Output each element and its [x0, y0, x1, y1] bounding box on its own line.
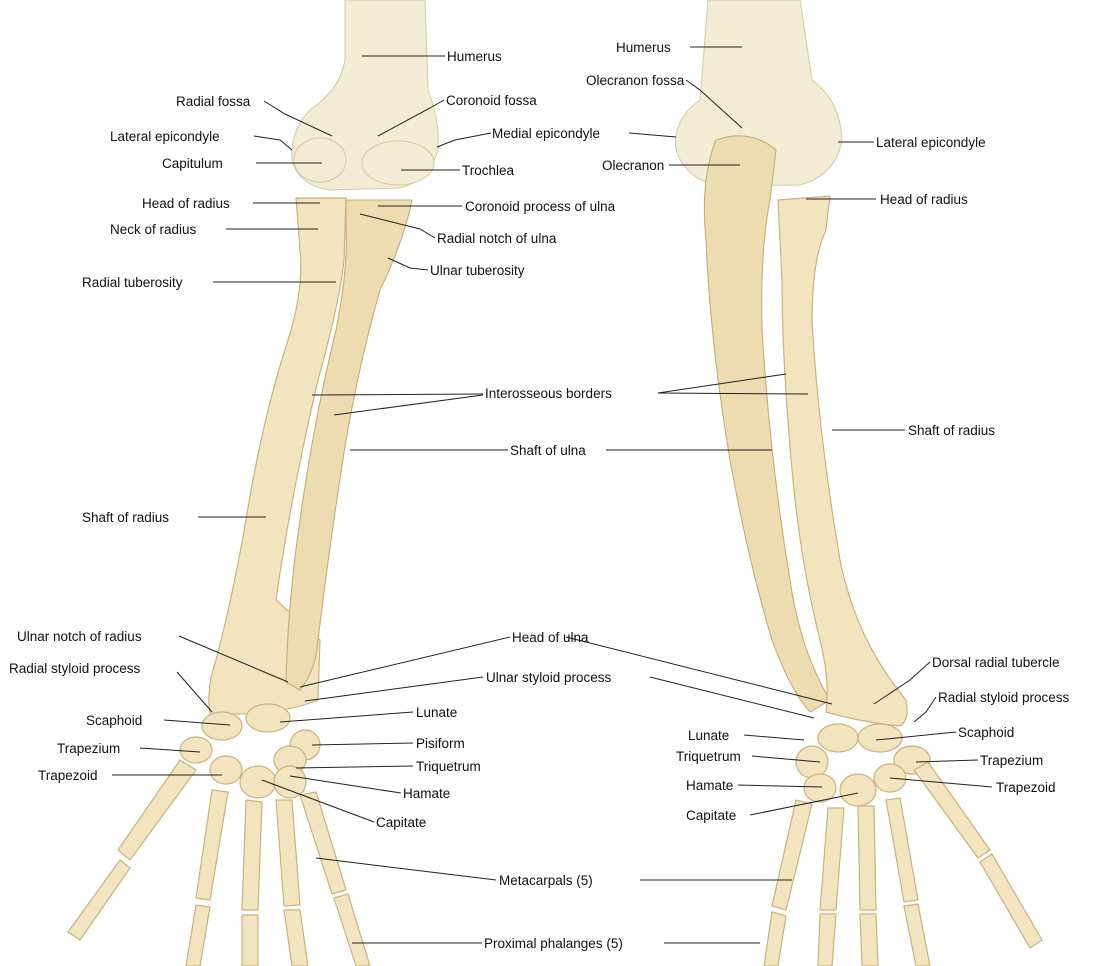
- label-metacarpals: Metacarpals (5): [499, 873, 593, 888]
- label-shaft-of-radius-left: Shaft of radius: [82, 510, 169, 525]
- label-proximal-phalanges: Proximal phalanges (5): [484, 936, 623, 951]
- label-humerus-right: Humerus: [616, 40, 671, 55]
- label-radial-styloid-right: Radial styloid process: [938, 690, 1070, 705]
- label-neck-of-radius: Neck of radius: [110, 222, 197, 237]
- label-head-of-radius-right: Head of radius: [880, 192, 968, 207]
- label-olecranon: Olecranon: [602, 158, 664, 173]
- label-ulnar-tuberosity: Ulnar tuberosity: [430, 263, 525, 278]
- label-coronoid-fossa: Coronoid fossa: [446, 93, 537, 108]
- label-ulnar-styloid: Ulnar styloid process: [486, 670, 612, 685]
- label-lunate-left: Lunate: [416, 705, 457, 720]
- label-radial-notch: Radial notch of ulna: [437, 231, 557, 246]
- label-trapezoid-right: Trapezoid: [996, 780, 1056, 795]
- label-capitulum: Capitulum: [162, 156, 223, 171]
- label-trochlea: Trochlea: [462, 163, 515, 178]
- label-lateral-epicondyle-right: Lateral epicondyle: [876, 135, 986, 150]
- label-triquetrum-right: Triquetrum: [676, 749, 741, 764]
- label-medial-epicondyle: Medial epicondyle: [492, 126, 600, 141]
- label-coronoid-process: Coronoid process of ulna: [465, 199, 616, 214]
- label-trapezoid-left: Trapezoid: [38, 768, 98, 783]
- label-radial-styloid-left: Radial styloid process: [9, 661, 141, 676]
- label-head-of-ulna: Head of ulna: [512, 630, 589, 645]
- left-trochlea: [362, 141, 434, 185]
- label-interosseous-borders: Interosseous borders: [485, 386, 612, 401]
- label-capitate-left: Capitate: [376, 815, 426, 830]
- labels: Humerus Radial fossa Coronoid fossa Late…: [9, 40, 1070, 951]
- left-carpals: [180, 704, 320, 798]
- label-shaft-of-radius-right: Shaft of radius: [908, 423, 995, 438]
- label-radial-fossa: Radial fossa: [176, 94, 251, 109]
- label-humerus-left: Humerus: [447, 49, 502, 64]
- label-radial-tuberosity: Radial tuberosity: [82, 275, 183, 290]
- label-lateral-epicondyle-left: Lateral epicondyle: [110, 129, 220, 144]
- label-hamate-left: Hamate: [403, 786, 450, 801]
- label-pisiform: Pisiform: [416, 736, 465, 751]
- label-trapezium-right: Trapezium: [980, 753, 1043, 768]
- label-scaphoid-left: Scaphoid: [86, 713, 142, 728]
- label-shaft-of-ulna: Shaft of ulna: [510, 443, 586, 458]
- label-ulnar-notch: Ulnar notch of radius: [17, 629, 142, 644]
- left-hand-bones: [68, 760, 370, 966]
- label-olecranon-fossa: Olecranon fossa: [586, 73, 685, 88]
- label-dorsal-radial-tubercle: Dorsal radial tubercle: [932, 655, 1060, 670]
- label-hamate-right: Hamate: [686, 778, 733, 793]
- label-head-of-radius-left: Head of radius: [142, 196, 230, 211]
- label-capitate-right: Capitate: [686, 808, 736, 823]
- label-scaphoid-right: Scaphoid: [958, 725, 1014, 740]
- label-lunate-right: Lunate: [688, 728, 729, 743]
- label-triquetrum-left: Triquetrum: [416, 759, 481, 774]
- left-capitulum: [294, 138, 346, 182]
- label-trapezium-left: Trapezium: [57, 741, 120, 756]
